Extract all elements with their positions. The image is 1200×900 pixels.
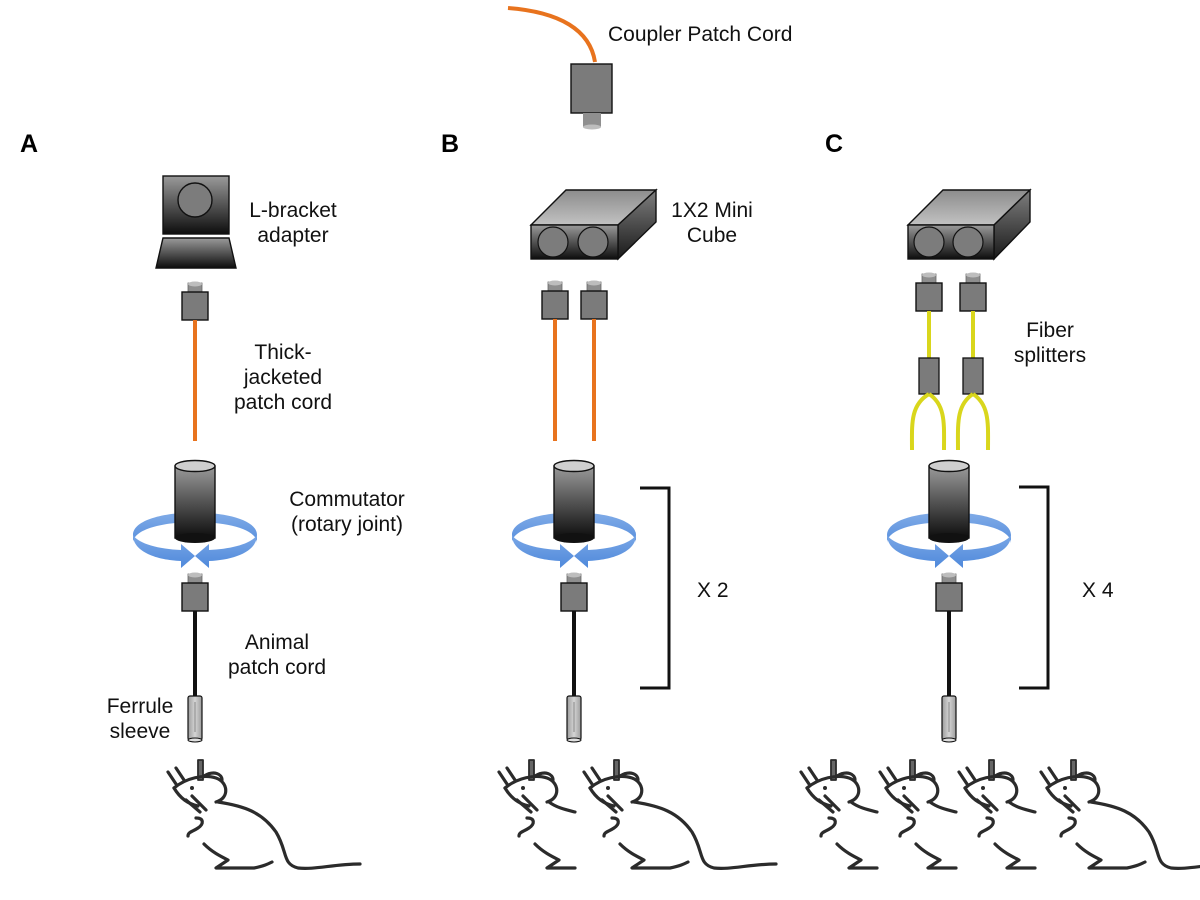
bracket-x4: [1019, 485, 1050, 690]
panel-a-graphics: [132, 175, 362, 871]
coupler-patch-cord: [507, 6, 613, 130]
panel-label-b: B: [441, 130, 460, 158]
connector-icon: [560, 571, 588, 612]
ferrule-sleeve-icon: [187, 695, 203, 743]
coupler-ferrule-tip: [583, 113, 601, 127]
commutator-icon: [511, 459, 637, 569]
connector-icon: [915, 271, 943, 312]
commutator-icon: [886, 459, 1012, 569]
fiber-splitter-body: [918, 357, 940, 395]
mouse-icon: [799, 758, 879, 870]
connector-icon: [181, 571, 209, 612]
split-fiber: [955, 392, 991, 451]
multiplier-x4-label: X 4: [1082, 579, 1114, 602]
commutator-icon: [132, 459, 258, 569]
connector-icon: [181, 280, 209, 321]
panel-label-c: C: [825, 130, 844, 158]
ferrule-sleeve-icon: [941, 695, 957, 743]
mini-cube-icon: [529, 188, 658, 261]
l-bracket-adapter-icon: [155, 175, 237, 269]
connector-icon: [935, 571, 963, 612]
panel-label-a: A: [20, 130, 39, 158]
ferrule-sleeve-label: Ferrule sleeve: [106, 695, 174, 743]
mouse-icon: [1039, 758, 1200, 871]
fiber-splitters-label: Fiber splitters: [1013, 319, 1087, 367]
connector-icon: [541, 279, 569, 320]
mouse-icon: [878, 758, 958, 870]
mouse-icon: [582, 758, 778, 871]
mini-cube-icon: [906, 188, 1032, 261]
mouse-icon: [957, 758, 1037, 870]
ferrule-sleeve-icon: [566, 695, 582, 743]
fiber-splitter-body: [962, 357, 984, 395]
mouse-icon: [166, 758, 362, 871]
multiplier-x2-label: X 2: [697, 579, 729, 602]
mouse-icon: [497, 758, 577, 870]
bracket-x2: [640, 486, 671, 690]
connector-icon: [959, 271, 987, 312]
commutator-label: Commutator (rotary joint): [289, 488, 405, 536]
l-bracket-adapter-label: L-bracket adapter: [249, 199, 337, 247]
split-fiber: [909, 392, 947, 451]
thick-jacketed-patch-cord-label: Thick- jacketed patch cord: [233, 341, 333, 414]
connector-icon: [580, 279, 608, 320]
coupler-connector-body: [570, 63, 613, 114]
panel-c-graphics: [799, 188, 1200, 871]
panel-b-graphics: [497, 188, 778, 871]
coupler-patch-cord-label: Coupler Patch Cord: [608, 23, 793, 46]
mini-cube-label: 1X2 Mini Cube: [671, 199, 753, 247]
animal-patch-cord-label: Animal patch cord: [227, 631, 327, 679]
